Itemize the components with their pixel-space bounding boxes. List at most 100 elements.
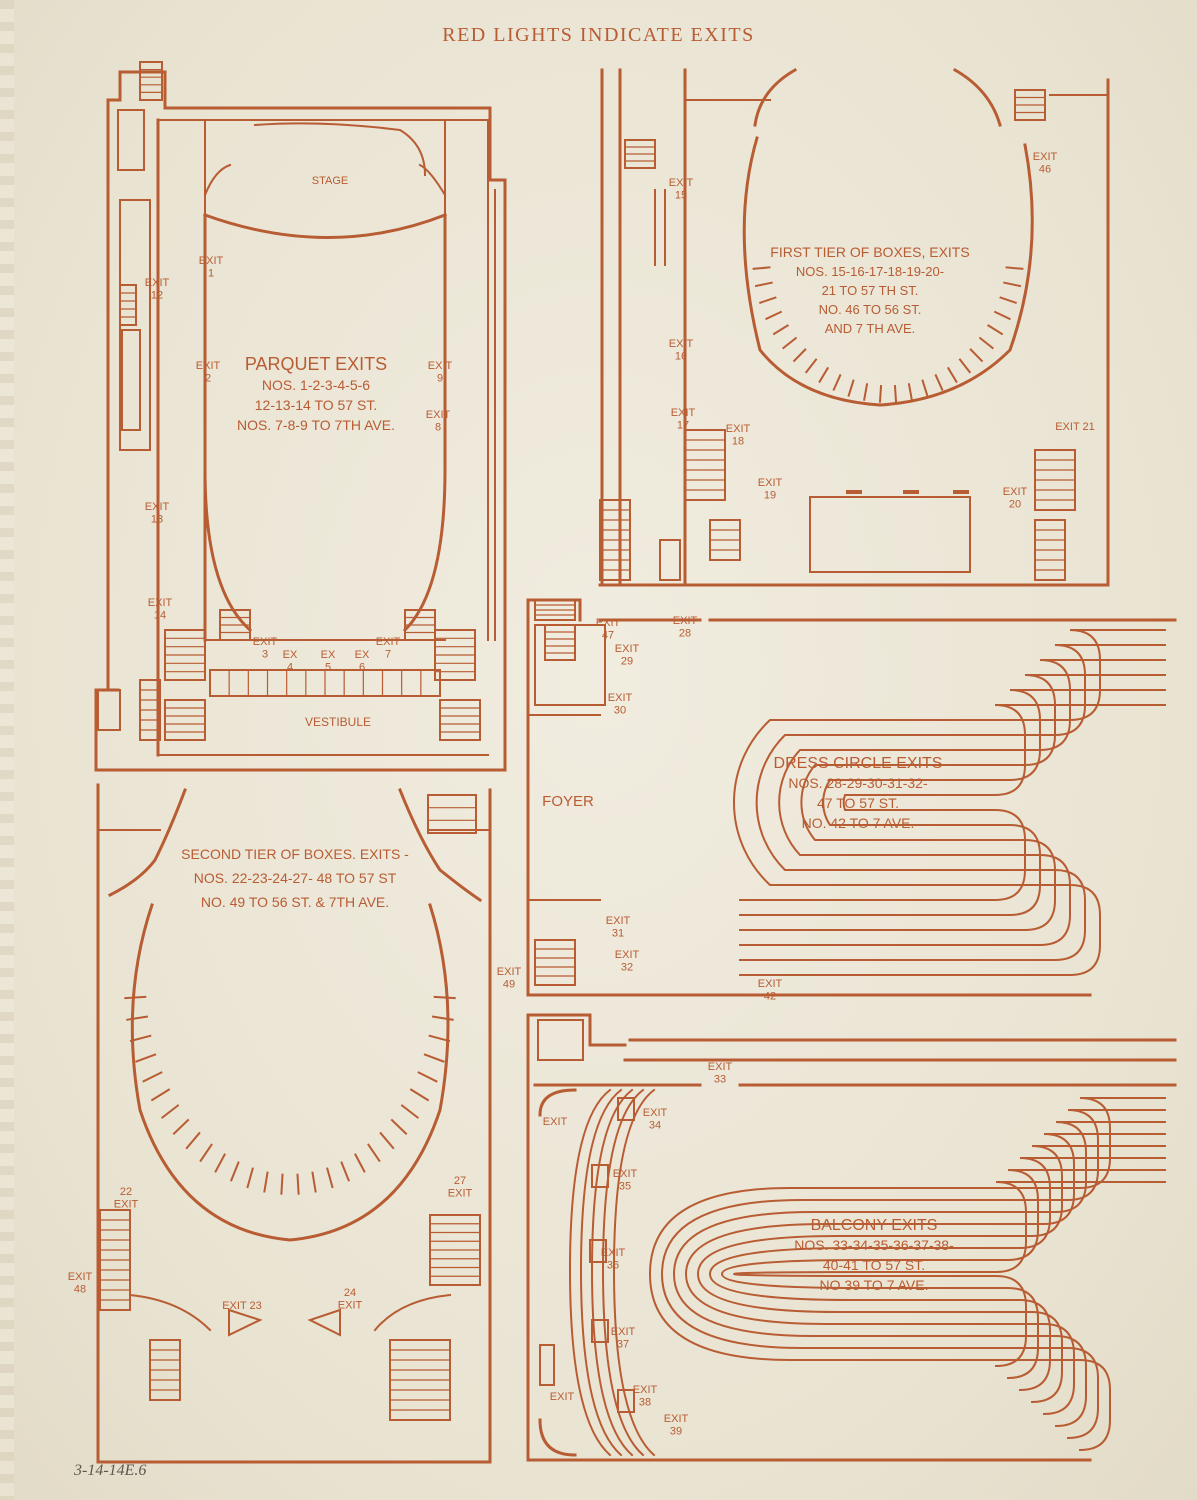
parquet-stair-top-left-treads bbox=[139, 69, 163, 93]
second-tier-stair-22-treads bbox=[99, 1219, 131, 1301]
second-tier-box-partitions bbox=[124, 995, 456, 1195]
first-tier-closet bbox=[659, 539, 681, 581]
parquet-stair-bottom-right-treads bbox=[439, 707, 481, 733]
dress-circle-outer bbox=[526, 598, 1092, 997]
parquet-booth bbox=[97, 689, 121, 731]
dress-circle-stair-top bbox=[534, 599, 576, 621]
first_tier-caption-line-2: 21 TO 57 TH ST. bbox=[822, 283, 919, 298]
first-tier-stair-top-right-treads bbox=[1014, 96, 1046, 114]
parquet-stage-apron bbox=[203, 213, 447, 239]
exit-left-label: EXIT bbox=[543, 1116, 568, 1128]
balcony-caption-line-3: NO 39 TO 7 AVE. bbox=[820, 1277, 929, 1293]
balcony-front-corners bbox=[538, 1088, 577, 1457]
dress_circle-caption-line-2: 47 TO 57 ST. bbox=[817, 795, 899, 811]
parquet-stair-diag-left-treads bbox=[219, 616, 251, 634]
exit-21-label: EXIT 21 bbox=[1055, 421, 1095, 433]
parquet-stair-bottom-left-treads bbox=[139, 689, 161, 731]
exit-lower-left-label: EXIT bbox=[550, 1391, 575, 1403]
balcony-caption-line-2: 40-41 TO 57 ST. bbox=[823, 1257, 925, 1273]
second_tier-caption-line-2: NO. 49 TO 56 ST. & 7TH AVE. bbox=[201, 894, 389, 910]
parquet-vestibule-label: VESTIBULE bbox=[305, 715, 371, 729]
dress_circle-caption-line-1: NOS. 28-29-30-31-32- bbox=[788, 775, 928, 791]
parquet-stage-label: STAGE bbox=[312, 175, 348, 187]
first-tier-stair-top-left bbox=[624, 139, 656, 169]
parquet-stair-top-left bbox=[139, 61, 163, 101]
parquet-stair-diag-right bbox=[404, 609, 436, 641]
dress-circle-stair-47-treads bbox=[544, 631, 576, 654]
parquet-stage-curve bbox=[253, 122, 427, 177]
first-tier-stair-20-treads bbox=[1034, 529, 1066, 571]
balcony-front-rows bbox=[568, 1088, 656, 1457]
second-tier-stair-bottom-right bbox=[389, 1339, 451, 1421]
second-tier-corridor-curves bbox=[128, 1293, 452, 1332]
first-tier-stair-bottom-left bbox=[599, 499, 631, 581]
second-tier-outer bbox=[96, 783, 492, 1464]
parquet-stair-diag-left bbox=[219, 609, 251, 641]
second-tier-stair-22 bbox=[99, 1209, 131, 1311]
parquet-house-sides bbox=[203, 213, 447, 472]
first-tier-stair-18-treads bbox=[684, 439, 726, 491]
parquet-stair-bottom-left-2-treads bbox=[164, 707, 206, 733]
second-tier-box-curve bbox=[130, 903, 450, 1242]
first-tier-lobby bbox=[809, 496, 971, 573]
first-tier-box-curve bbox=[742, 136, 1034, 407]
parquet-proscenium bbox=[203, 163, 447, 197]
first_tier-caption-line-1: NOS. 15-16-17-18-19-20- bbox=[796, 264, 944, 279]
parquet-stair-rear-left-treads bbox=[164, 637, 206, 673]
dress-circle-foyer-label: FOYER bbox=[542, 793, 594, 810]
first-tier-box-partitions bbox=[752, 266, 1024, 403]
balcony-door-34 bbox=[617, 1097, 635, 1121]
parquet-side-closet bbox=[121, 329, 141, 431]
first-tier-top-walls bbox=[684, 94, 1109, 101]
banner-title: RED LIGHTS INDICATE EXITS bbox=[442, 24, 755, 46]
parquet-right-corridor bbox=[487, 169, 496, 641]
second-tier-stair-top-right bbox=[427, 794, 477, 834]
balcony-door-35 bbox=[591, 1164, 609, 1188]
parquet-side-room bbox=[119, 199, 151, 451]
first-tier-stair-21-treads bbox=[1034, 459, 1076, 501]
parquet-caption-line-0: PARQUET EXITS bbox=[245, 354, 387, 374]
first-tier-stair-top-right bbox=[1014, 89, 1046, 121]
second-tier-stair-27-treads bbox=[429, 1223, 481, 1277]
parquet-vestibule-steps-treads bbox=[228, 669, 422, 697]
balcony-top-rails bbox=[526, 1013, 1177, 1087]
second-tier-stair-bottom-right-treads bbox=[389, 1349, 451, 1411]
balcony-door-38 bbox=[617, 1389, 635, 1413]
second-tier-stair-bottom-left-treads bbox=[149, 1349, 181, 1391]
parquet-stage-sides bbox=[204, 119, 446, 216]
dress-circle-foyer-room bbox=[534, 624, 606, 706]
balcony-door-36 bbox=[589, 1239, 607, 1263]
balcony-stair-top bbox=[537, 1019, 584, 1061]
balcony-door-37 bbox=[591, 1319, 609, 1343]
